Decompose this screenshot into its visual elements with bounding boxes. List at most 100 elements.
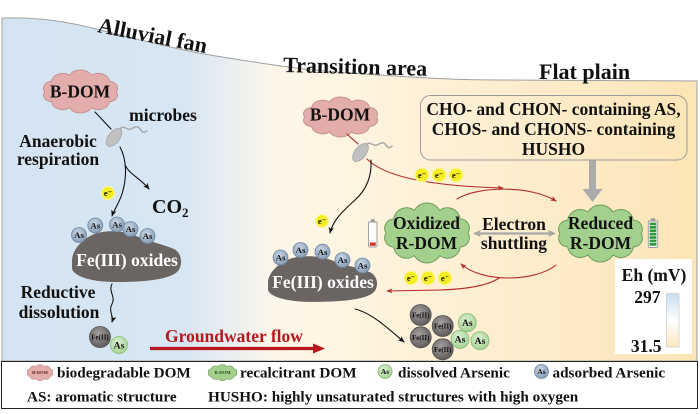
adsorbed-arsenic-legend-icon: [534, 364, 549, 379]
fe2-circle: [409, 326, 432, 349]
groundwater-flow-indicator: Groundwater flow: [150, 326, 325, 354]
electron-circle: [448, 167, 464, 183]
adsorbed-arsenic-circle: [122, 221, 139, 237]
oxidized-rdom-label-line-1: Oxidized: [393, 213, 460, 233]
electron-circle: [437, 270, 453, 286]
fe2-symbol: Fe(II): [91, 334, 109, 342]
electron-shuttling-label-line-1: Electron: [482, 214, 546, 234]
transition-area-processes: B-DOM e⁻ e⁻ e⁻ e⁻: [268, 96, 659, 361]
microbe-flagellum: [365, 141, 393, 149]
oxidized-rdom-label-line-2: R-DOM: [396, 233, 458, 253]
adsorbed-arsenic-circle: [87, 217, 104, 234]
adsorbed-arsenic-legend-icon-label: As: [537, 367, 545, 376]
electron-circle: [420, 270, 436, 286]
adsorbed-arsenic-circle: [292, 242, 309, 258]
dissolved-arsenic-icon: As: [110, 336, 128, 354]
electron-icon: e⁻: [420, 270, 436, 286]
arrow-oxidized-to-reduced-rdom: [456, 188, 557, 202]
released-ions-cluster: Fe(II) Fe(II) Fe(II) Fe(II) As As: [409, 304, 490, 361]
battery-cap: [370, 219, 375, 223]
adsorbed-arsenic-icon: As: [109, 216, 125, 233]
reduced-battery-charge-bar: [649, 226, 657, 229]
adsorbed-arsenic-circle: [139, 228, 156, 244]
electron-group-to-reduced-rdom: e⁻ e⁻ e⁻: [414, 167, 464, 183]
released-fe2-icon: Fe(II): [431, 338, 454, 361]
adsorbed-arsenic-symbol: As: [338, 255, 348, 265]
anaerobic-respiration-label-line-1: Anaerobic: [19, 131, 97, 151]
dissolved-arsenic-circle: [110, 336, 128, 354]
legend-item-dissolved-arsenic: As dissolved Arsenic: [377, 364, 510, 382]
electron-icon: e⁻: [448, 167, 464, 183]
reductive-dissolution-label-line-1: Reductive: [21, 282, 96, 302]
adsorbed-arsenic-circle: [71, 227, 87, 243]
dissolved-arsenic-symbol: As: [114, 340, 125, 351]
arrow-microbe-to-fe3-oxides: [111, 146, 127, 217]
reductive-dissolution-label-line-2: dissolution: [19, 302, 100, 322]
arrow-fe3-oxides-to-released-ions: [354, 308, 405, 343]
groundwater-flow-arrowhead-icon: [313, 343, 325, 354]
region-title-transition-area: Transition area: [283, 52, 428, 81]
fe2-symbol: Fe(II): [412, 334, 430, 342]
adsorbed-arsenic-symbol: As: [318, 247, 328, 257]
fe2-circle: [409, 304, 432, 326]
fe2-symbol: Fe(II): [412, 312, 430, 320]
dissolved-arsenic-symbol: As: [462, 318, 473, 329]
dissolved-arsenic-legend-icon-label: As: [381, 367, 389, 376]
electron-icon: e⁻: [431, 167, 447, 183]
adsorbed-arsenic-circle: [354, 257, 371, 274]
line-b-dom-to-microbe: [346, 133, 359, 145]
adsorbed-arsenic-symbol: As: [143, 231, 153, 241]
region-title-flat-plain: Flat plain: [539, 59, 630, 84]
arrow-microbe-electrons-to-reduced-rdom: [366, 158, 504, 191]
dissolved-arsenic-icon: As: [470, 331, 490, 351]
adsorbed-arsenic-icon: As: [71, 227, 87, 243]
microbe-flagellum: [119, 125, 148, 134]
electron-symbol: e⁻: [424, 273, 432, 283]
eh-scale-min-label: 31.5: [631, 336, 662, 356]
r-dom-legend-icon-label: R-DOM: [214, 370, 231, 375]
composition-line-1: CHO- and CHON- containing AS,: [426, 99, 680, 119]
low-battery-icon: [368, 219, 378, 248]
flat-plain-composition: CHO- and CHON- containing AS, CHOS- and …: [420, 95, 688, 202]
adsorbed-arsenic-icon: As: [122, 221, 139, 237]
dissolved-arsenic-symbol: As: [475, 336, 486, 347]
electron-circle: [100, 185, 116, 201]
groundwater-flow-label: Groundwater flow: [165, 326, 303, 346]
b-dom-label: B-DOM: [310, 105, 371, 125]
arrow-reductive-dissolution: [110, 283, 117, 323]
electron-icon: e⁻: [403, 270, 419, 286]
composition-line-2: CHOS- and CHONS- containing: [432, 119, 676, 139]
legend-item-recalcitrant-dom: R-DOM recalcitrant DOM: [208, 364, 357, 382]
electron-symbol: e⁻: [435, 170, 443, 180]
alluvial-fan-processes: B-DOM microbes Anaerobic respiration e⁻ …: [17, 69, 197, 354]
electron-group-to-fe3-oxides: e⁻ e⁻ e⁻: [403, 270, 453, 286]
electron-symbol: e⁻: [104, 188, 112, 198]
oxidized-battery-charge: [369, 242, 376, 246]
eh-scale-max-label: 297: [634, 287, 661, 307]
adsorbed-arsenic-icon: As: [272, 249, 289, 266]
b-dom-legend-icon-label: B-DOM: [32, 370, 48, 375]
reduced-battery-charge-bar: [649, 229, 657, 233]
dissolved-arsenic-circle: [457, 313, 477, 333]
dissolved-arsenic-icon: As: [450, 329, 470, 349]
composition-line-3: HUSHO: [522, 139, 585, 159]
reduced-battery-charge-bar: [649, 232, 657, 236]
arrow-reduced-to-oxidized-rdom: [460, 263, 557, 279]
electron-icon: e⁻: [414, 167, 430, 183]
fe3-oxides-label: Fe(III) oxides: [76, 250, 178, 270]
reduced-battery-charge-bar: [649, 239, 657, 243]
electron-symbol: e⁻: [318, 216, 326, 226]
down-arrow-icon: [582, 160, 603, 202]
dissolved-arsenic-symbol: As: [455, 335, 466, 346]
reduced-rdom-label-line-1: Reduced: [568, 213, 633, 233]
reduced-battery-charge-bar: [649, 222, 657, 226]
composition-box: [420, 95, 688, 161]
adsorbed-arsenic-icon: As: [354, 257, 371, 274]
line-b-dom-to-microbe: [94, 111, 112, 130]
legend-item-biodegradable-dom: B-DOM biodegradable DOM: [27, 364, 191, 382]
fe2-symbol: Fe(II): [434, 346, 452, 354]
full-battery-icon: [647, 218, 659, 248]
reduced-battery-charge-bar: [649, 243, 657, 246]
legend: B-DOM biodegradable DOM R-DOM recalcitra…: [1, 361, 698, 409]
